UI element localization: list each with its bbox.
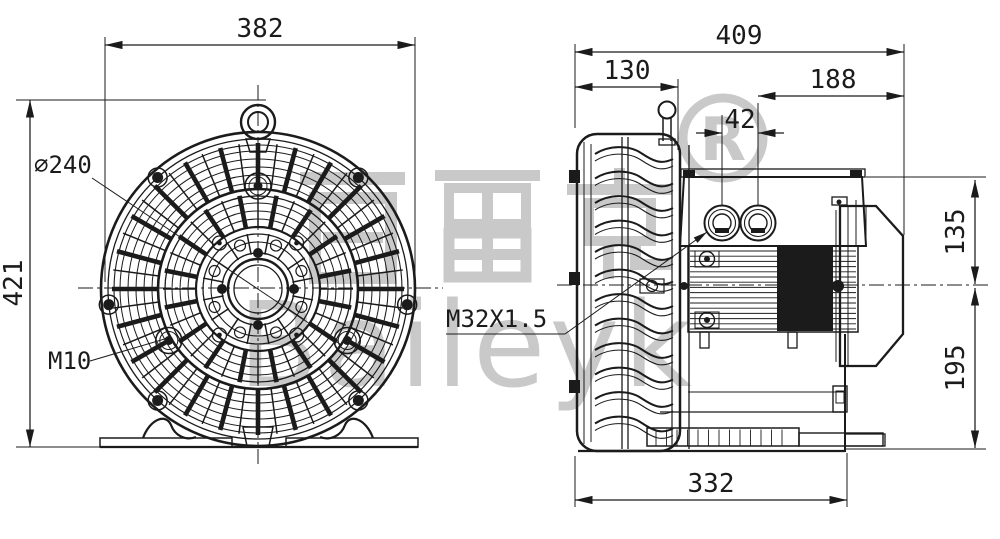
side-eye-bolt (657, 100, 677, 146)
cable-gland-port-right (739, 204, 777, 242)
dim-base-length-label: 332 (688, 469, 735, 499)
dim-side-overall-length-label: 409 (716, 21, 763, 51)
front-mounting-feet (99, 417, 419, 449)
dim-guard-depth: 130 (575, 56, 679, 150)
motor-body (639, 200, 867, 349)
dim-base-length: 332 (574, 453, 848, 507)
dim-port-spacing: 42 (696, 105, 784, 205)
dim-front-height-label: 421 (0, 260, 29, 307)
label-bolt-circle-diameter-text: ∅240 (34, 151, 92, 179)
label-bolt-circle-diameter: ∅240 (34, 151, 341, 345)
side-view: 409 130 188 42 135 (446, 21, 988, 507)
label-thread-m10: M10 (48, 337, 169, 375)
label-cable-gland-thread: M32X1.5 (446, 231, 708, 335)
dim-center-to-top: 135 (866, 176, 986, 284)
registered-r-glyph: R (700, 105, 746, 175)
label-thread-m10-text: M10 (48, 347, 91, 375)
cable-gland-port-left (703, 204, 741, 242)
front-eye-bolt (239, 103, 277, 153)
dim-side-overall-length: 409 (574, 21, 905, 235)
dim-motor-section: 188 (757, 65, 904, 205)
dim-front-height: 421 (0, 99, 266, 448)
base-assembly (578, 334, 886, 453)
dim-center-to-base-label: 195 (941, 345, 971, 392)
dim-port-spacing-label: 42 (724, 105, 755, 135)
watermark-char-2 (435, 170, 540, 283)
label-cable-gland-thread-text: M32X1.5 (446, 305, 547, 333)
dim-center-to-base: 195 (845, 288, 986, 450)
dim-center-to-top-label: 135 (941, 209, 971, 256)
guard-clamp-bolts (98, 167, 418, 411)
front-view: 382 421 ∅240 M10 (0, 14, 443, 468)
motor-fan-cowl (831, 196, 905, 368)
dim-guard-depth-label: 130 (604, 56, 651, 86)
dim-front-width: 382 (104, 14, 416, 282)
dim-front-width-label: 382 (237, 14, 284, 44)
dim-motor-section-label: 188 (810, 65, 857, 95)
watermark: Baileyk R (238, 93, 768, 414)
cover-screws (694, 250, 826, 329)
terminal-box (678, 168, 868, 247)
